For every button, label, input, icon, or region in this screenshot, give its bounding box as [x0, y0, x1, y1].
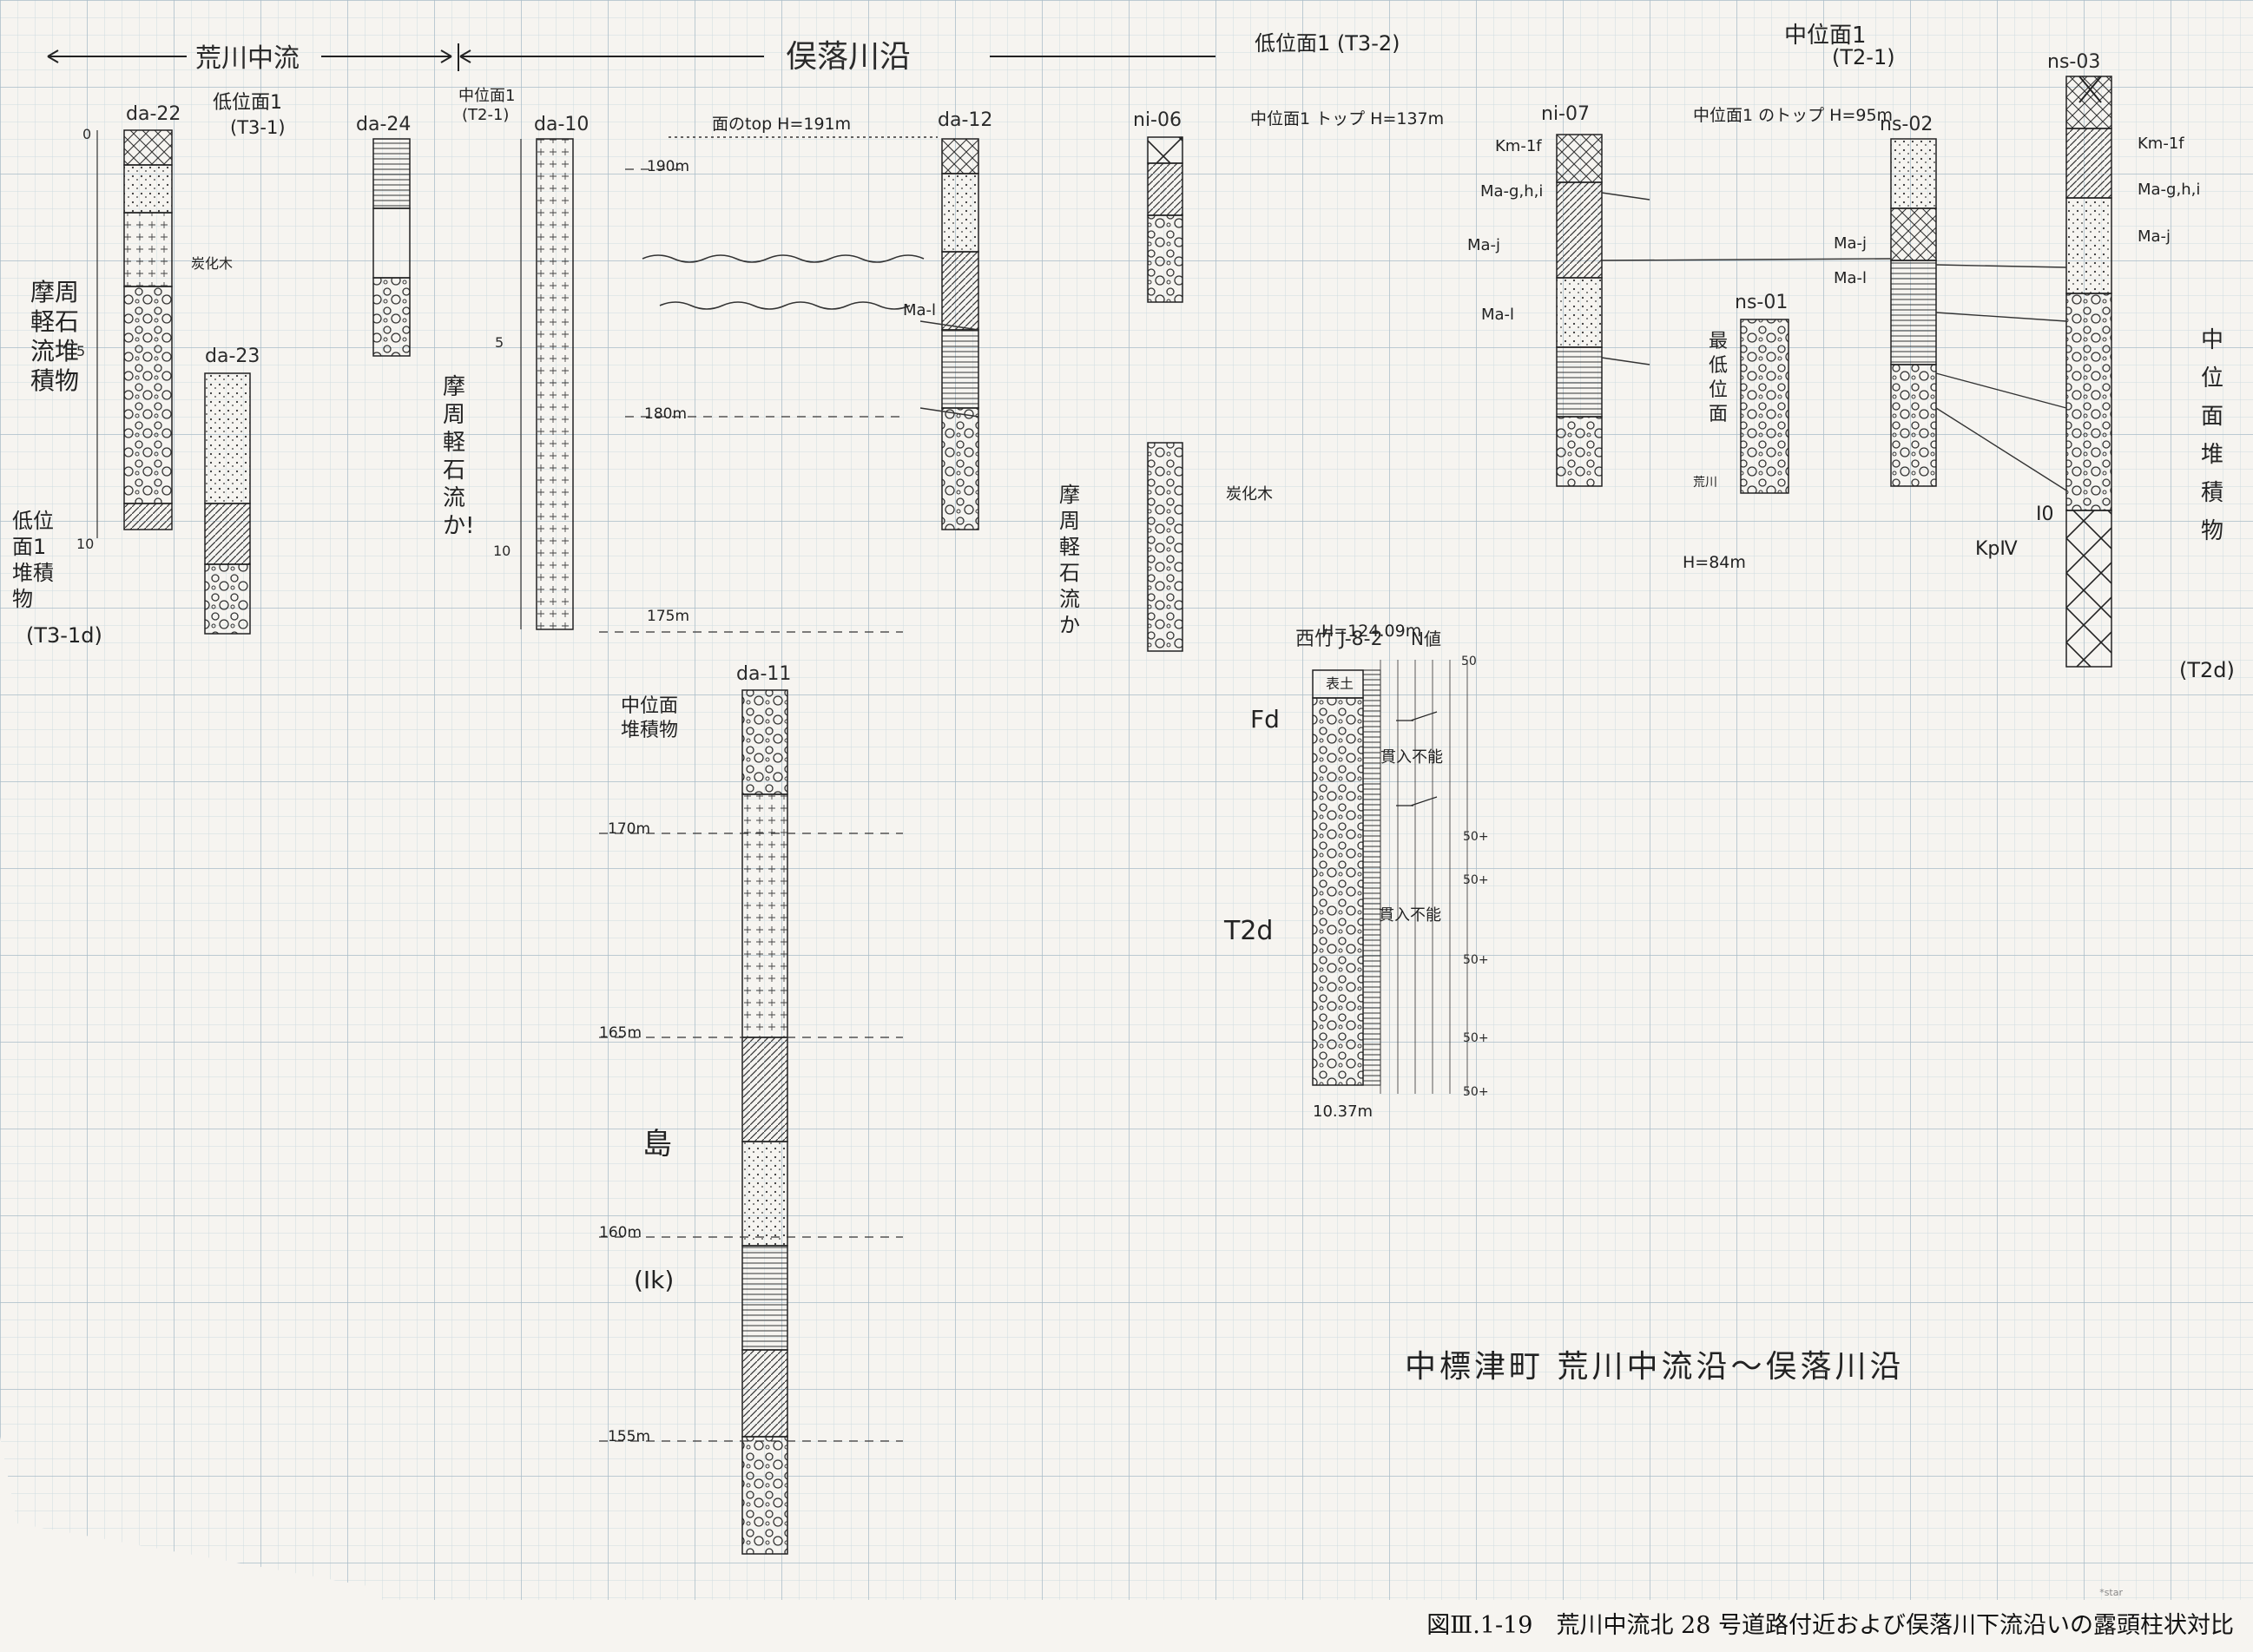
note-chuikou: 中位面 堆積物	[621, 695, 679, 741]
section-label: da-12	[938, 109, 992, 131]
note-kunsou: 貫入不能	[1380, 748, 1443, 767]
tephra-maj-ns02: Ma-j	[1834, 234, 1868, 253]
section-label: da-22	[126, 103, 181, 125]
n-value: 50+	[1463, 1031, 1489, 1045]
h-124: H=124.09m	[1321, 622, 1422, 641]
elevation-175: 175m	[647, 608, 690, 625]
elevation-160: 160m	[599, 1224, 642, 1241]
section-da-23: da-23	[204, 346, 260, 635]
section-label: da-11	[736, 663, 791, 685]
tephra-maj-ns03: Ma-j	[2138, 227, 2171, 246]
borehole-ntitle: N値	[1411, 629, 1441, 649]
top-95: 中位面1 のトップ H=95m	[1693, 106, 1894, 125]
section-ni-07: ni-07	[1541, 103, 1603, 487]
surface-mid1: 中位面1	[458, 87, 516, 105]
surface-t21b: (T2-1)	[1832, 45, 1895, 69]
svg-text:0: 0	[82, 126, 91, 142]
section-da-22: da-22 0 5 10	[76, 103, 181, 552]
borehole-name: 西竹 J-8-2	[1295, 629, 1383, 650]
surface-t2d: (T2d)	[2179, 658, 2235, 682]
note-mashu: 摩周軽石流堆積物	[30, 278, 80, 395]
section-ni-06: ni-06	[1133, 109, 1183, 652]
tephra-mal-da12: Ma-l	[903, 301, 937, 319]
svg-text:5: 5	[495, 334, 504, 351]
surface-low1d: (T3-1d)	[26, 623, 102, 648]
note-mashu3: 摩周軽石流か	[1059, 483, 1080, 637]
note-sima: 島	[642, 1127, 672, 1162]
surface-fd: Fd	[1250, 705, 1280, 734]
section-label: da-24	[356, 114, 411, 135]
elevation-155: 155m	[608, 1428, 651, 1445]
section-label: da-10	[534, 114, 589, 135]
section-label: ns-03	[2047, 51, 2100, 73]
n-value: 50+	[1463, 830, 1489, 844]
note-kasaki: 荒川	[1693, 476, 1717, 490]
section-label: ns-01	[1735, 292, 1788, 313]
svg-text:10: 10	[76, 536, 94, 552]
svg-text:10: 10	[493, 543, 511, 559]
h-1037: 10.37m	[1313, 1102, 1374, 1121]
h-84: H=84m	[1683, 553, 1746, 572]
section-ns-03: ns-03	[2047, 51, 2112, 668]
elevation-180: 180m	[644, 405, 688, 423]
elevation-190: 190m	[647, 158, 690, 175]
borehole-J-8-2: 西竹 J-8-2 N値 50 50+ 50+ 50+ 50+ 50+	[1295, 629, 1489, 1099]
watermark: *star	[2099, 1587, 2123, 1598]
surface-t31: (T3-1)	[230, 117, 286, 138]
note-tanka2: 炭化木	[191, 255, 234, 272]
top-137: 中位面1 トップ H=137m	[1250, 109, 1445, 128]
surface-t2d2: T2d	[1224, 916, 1274, 946]
tephra-kp4: KpⅣ	[1975, 538, 2018, 560]
heading-arrows	[47, 43, 1215, 71]
section-label: da-23	[205, 346, 260, 367]
section-label: ni-07	[1541, 103, 1590, 125]
note-yu: 最低位面	[1709, 331, 1729, 425]
section-da-10: da-10 5 10	[493, 114, 589, 630]
note-soil: 表土	[1326, 675, 1354, 692]
tephra-magni-ns03: Ma-g,h,i	[2138, 181, 2201, 199]
surface-mid1b: 中位面1	[1784, 23, 1867, 49]
elevation-170: 170m	[608, 820, 651, 838]
note-mashu2: 摩周軽石流か!	[443, 374, 475, 539]
note-chuikou2: 中位面堆積物	[2201, 327, 2224, 544]
surface-t32: 低位面1 (T3-2)	[1255, 31, 1400, 56]
n-value: 50+	[1463, 873, 1489, 887]
area-title: 中標津町 荒川中流沿～俣落川沿	[1405, 1349, 1905, 1385]
tephra-maj: Ma-j	[1467, 236, 1501, 254]
surface-low1: 低位面1	[213, 92, 282, 114]
section-da-24: da-24	[356, 114, 411, 357]
borehole-n50: 50	[1461, 655, 1477, 668]
correlation-lines	[919, 192, 2067, 491]
tephra-i0: I0	[2036, 503, 2054, 525]
figure-caption: 図Ⅲ.1-19 荒川中流北 28 号道路付近および俣落川下流沿いの露頭柱状対比	[1426, 1612, 2234, 1639]
tephra-km1f-ns03: Km-1f	[2138, 135, 2184, 153]
tephra-km1f: Km-1f	[1495, 137, 1542, 155]
section-label: ni-06	[1133, 109, 1182, 131]
heading-arakawa: 荒川中流	[195, 43, 300, 74]
n-value: 50+	[1463, 953, 1489, 967]
section-ns-01: ns-01	[1735, 292, 1789, 494]
surface-t21: (T2-1)	[462, 106, 510, 124]
top-191: 面のtop H=191m	[712, 115, 852, 134]
tephra-mal: Ma-l	[1481, 306, 1515, 324]
section-ns-02: ns-02	[1880, 114, 1937, 487]
section-da-12: da-12	[938, 109, 992, 530]
note-kunsou2: 貫入不能	[1379, 906, 1441, 925]
elevation-165: 165m	[599, 1024, 642, 1042]
section-label: ns-02	[1880, 114, 1933, 135]
tephra-magni: Ma-g,h,i	[1480, 182, 1544, 201]
n-value: 50+	[1463, 1085, 1489, 1099]
heading-materoku: 俣落川沿	[786, 39, 911, 75]
note-tanka: 炭化木	[1226, 485, 1273, 503]
svg-text:5: 5	[76, 343, 85, 359]
note-kodai: 低位面1 堆積物	[12, 509, 54, 611]
section-da-11: da-11	[736, 663, 791, 1555]
wavy-lines	[642, 136, 938, 310]
surface-ik: (Ik)	[634, 1266, 675, 1294]
elevation-lines	[599, 168, 903, 1442]
tephra-mal-ns02: Ma-l	[1834, 269, 1868, 287]
